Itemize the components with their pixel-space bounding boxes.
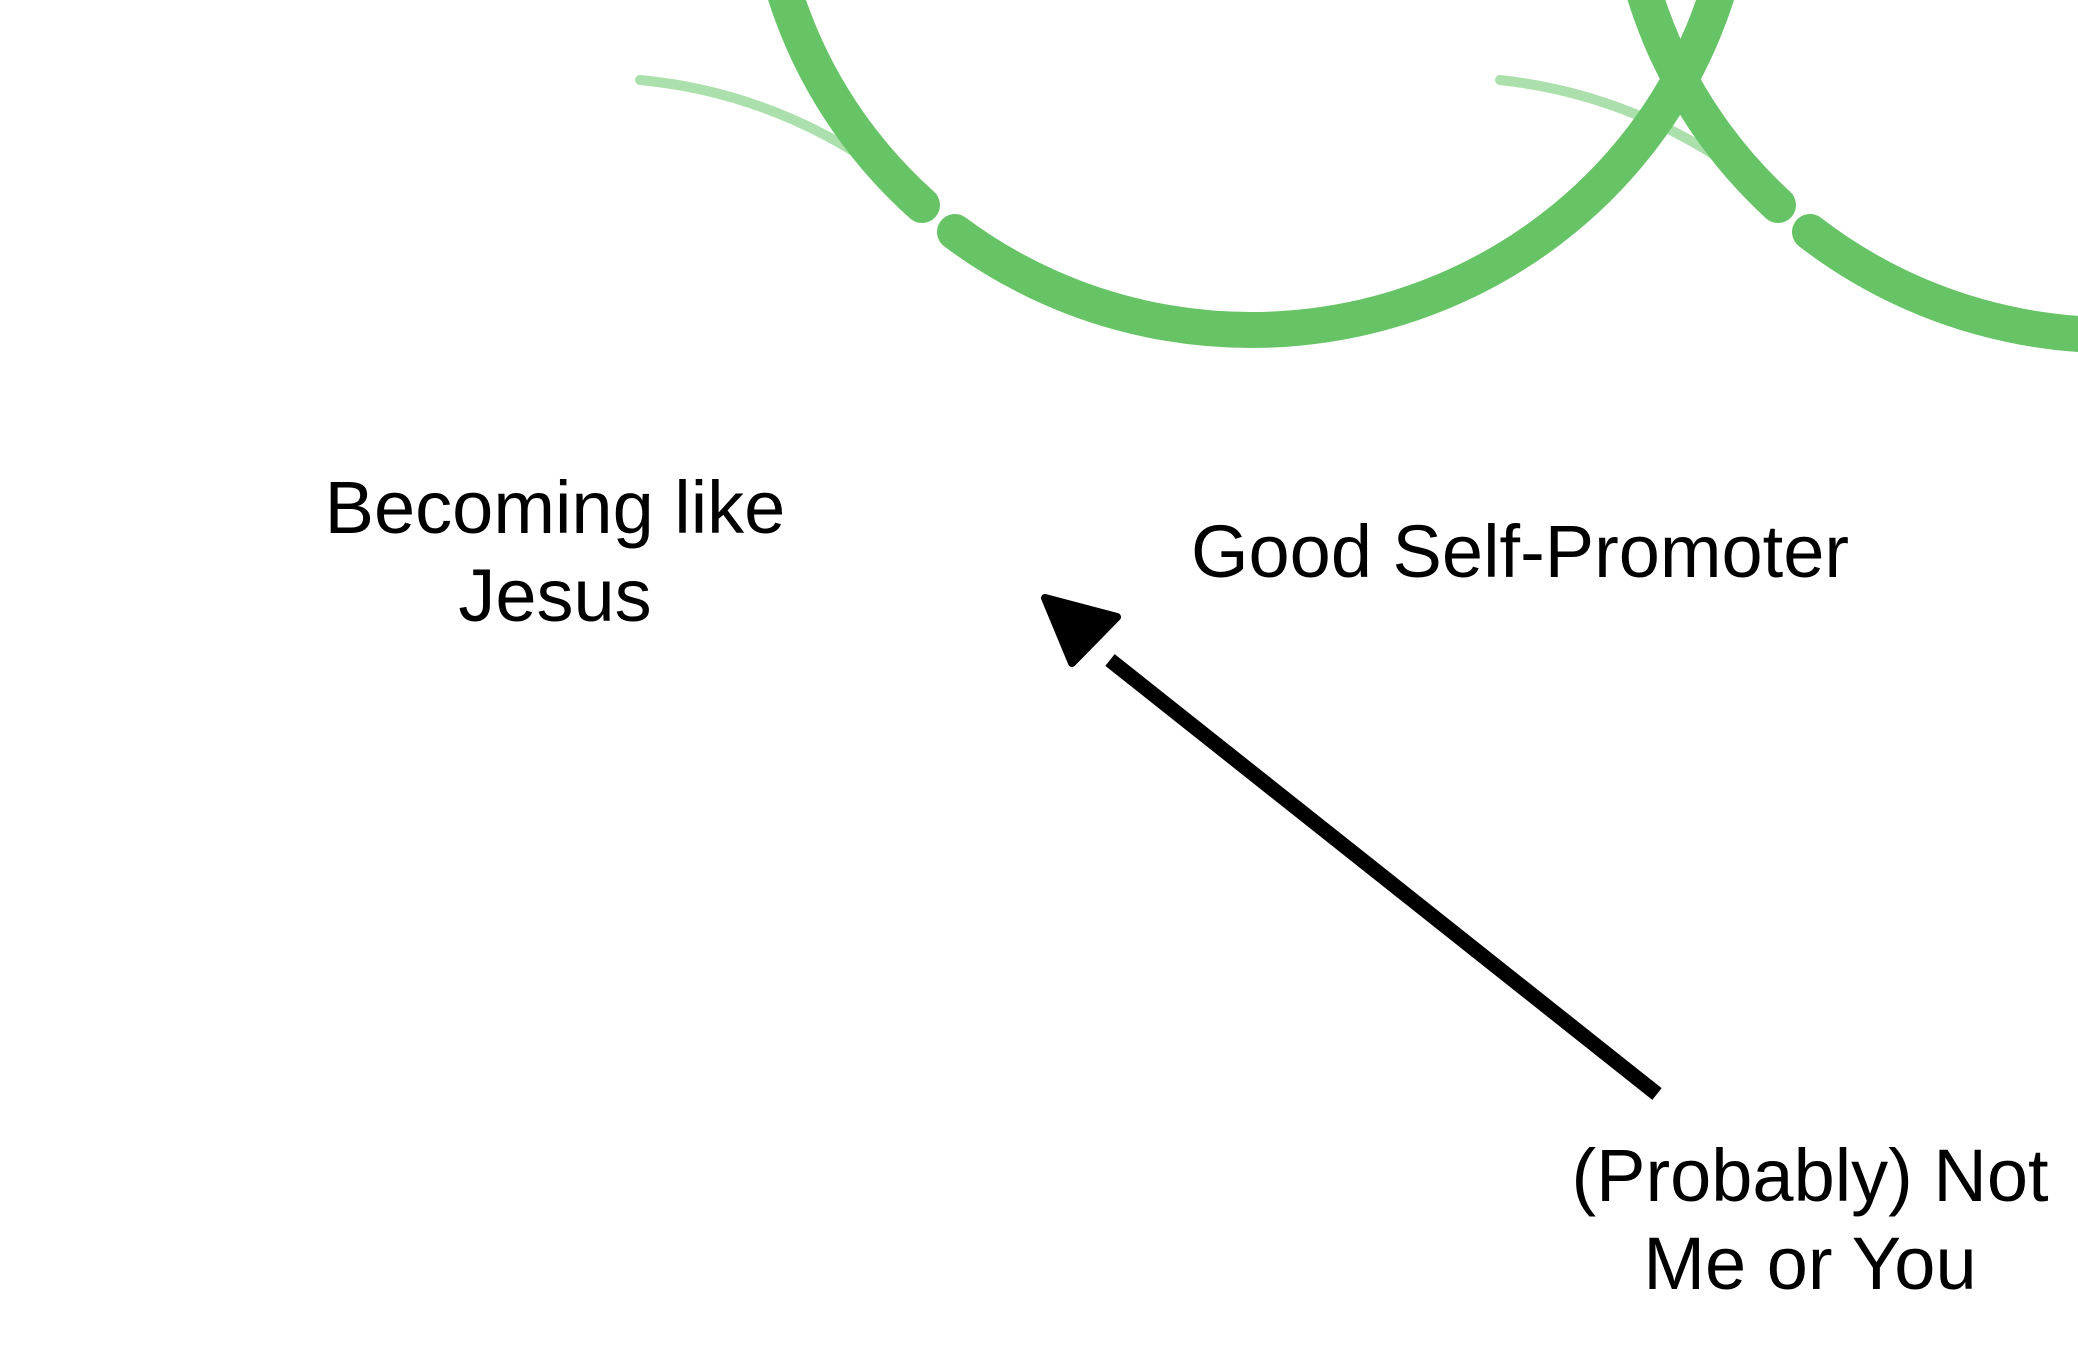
right-set-label-line-1: Good Self-Promoter bbox=[1190, 510, 1850, 593]
left-set-label: Becoming like Jesus bbox=[245, 464, 865, 640]
callout-arrow bbox=[1041, 594, 1662, 1100]
right-set-label: Good Self-Promoter bbox=[1130, 508, 1910, 596]
callout-label-line-2: Me or You bbox=[1643, 1222, 1977, 1305]
left-set-circle bbox=[635, 0, 1734, 348]
callout-label-line-1: (Probably) Not bbox=[1571, 1134, 2049, 1217]
left-set-label-line-1: Becoming like bbox=[324, 466, 786, 549]
left-set-label-line-2: Jesus bbox=[458, 554, 652, 637]
right-set-circle bbox=[1495, 0, 2078, 352]
callout-label: (Probably) Not Me or You bbox=[1500, 1132, 2078, 1308]
